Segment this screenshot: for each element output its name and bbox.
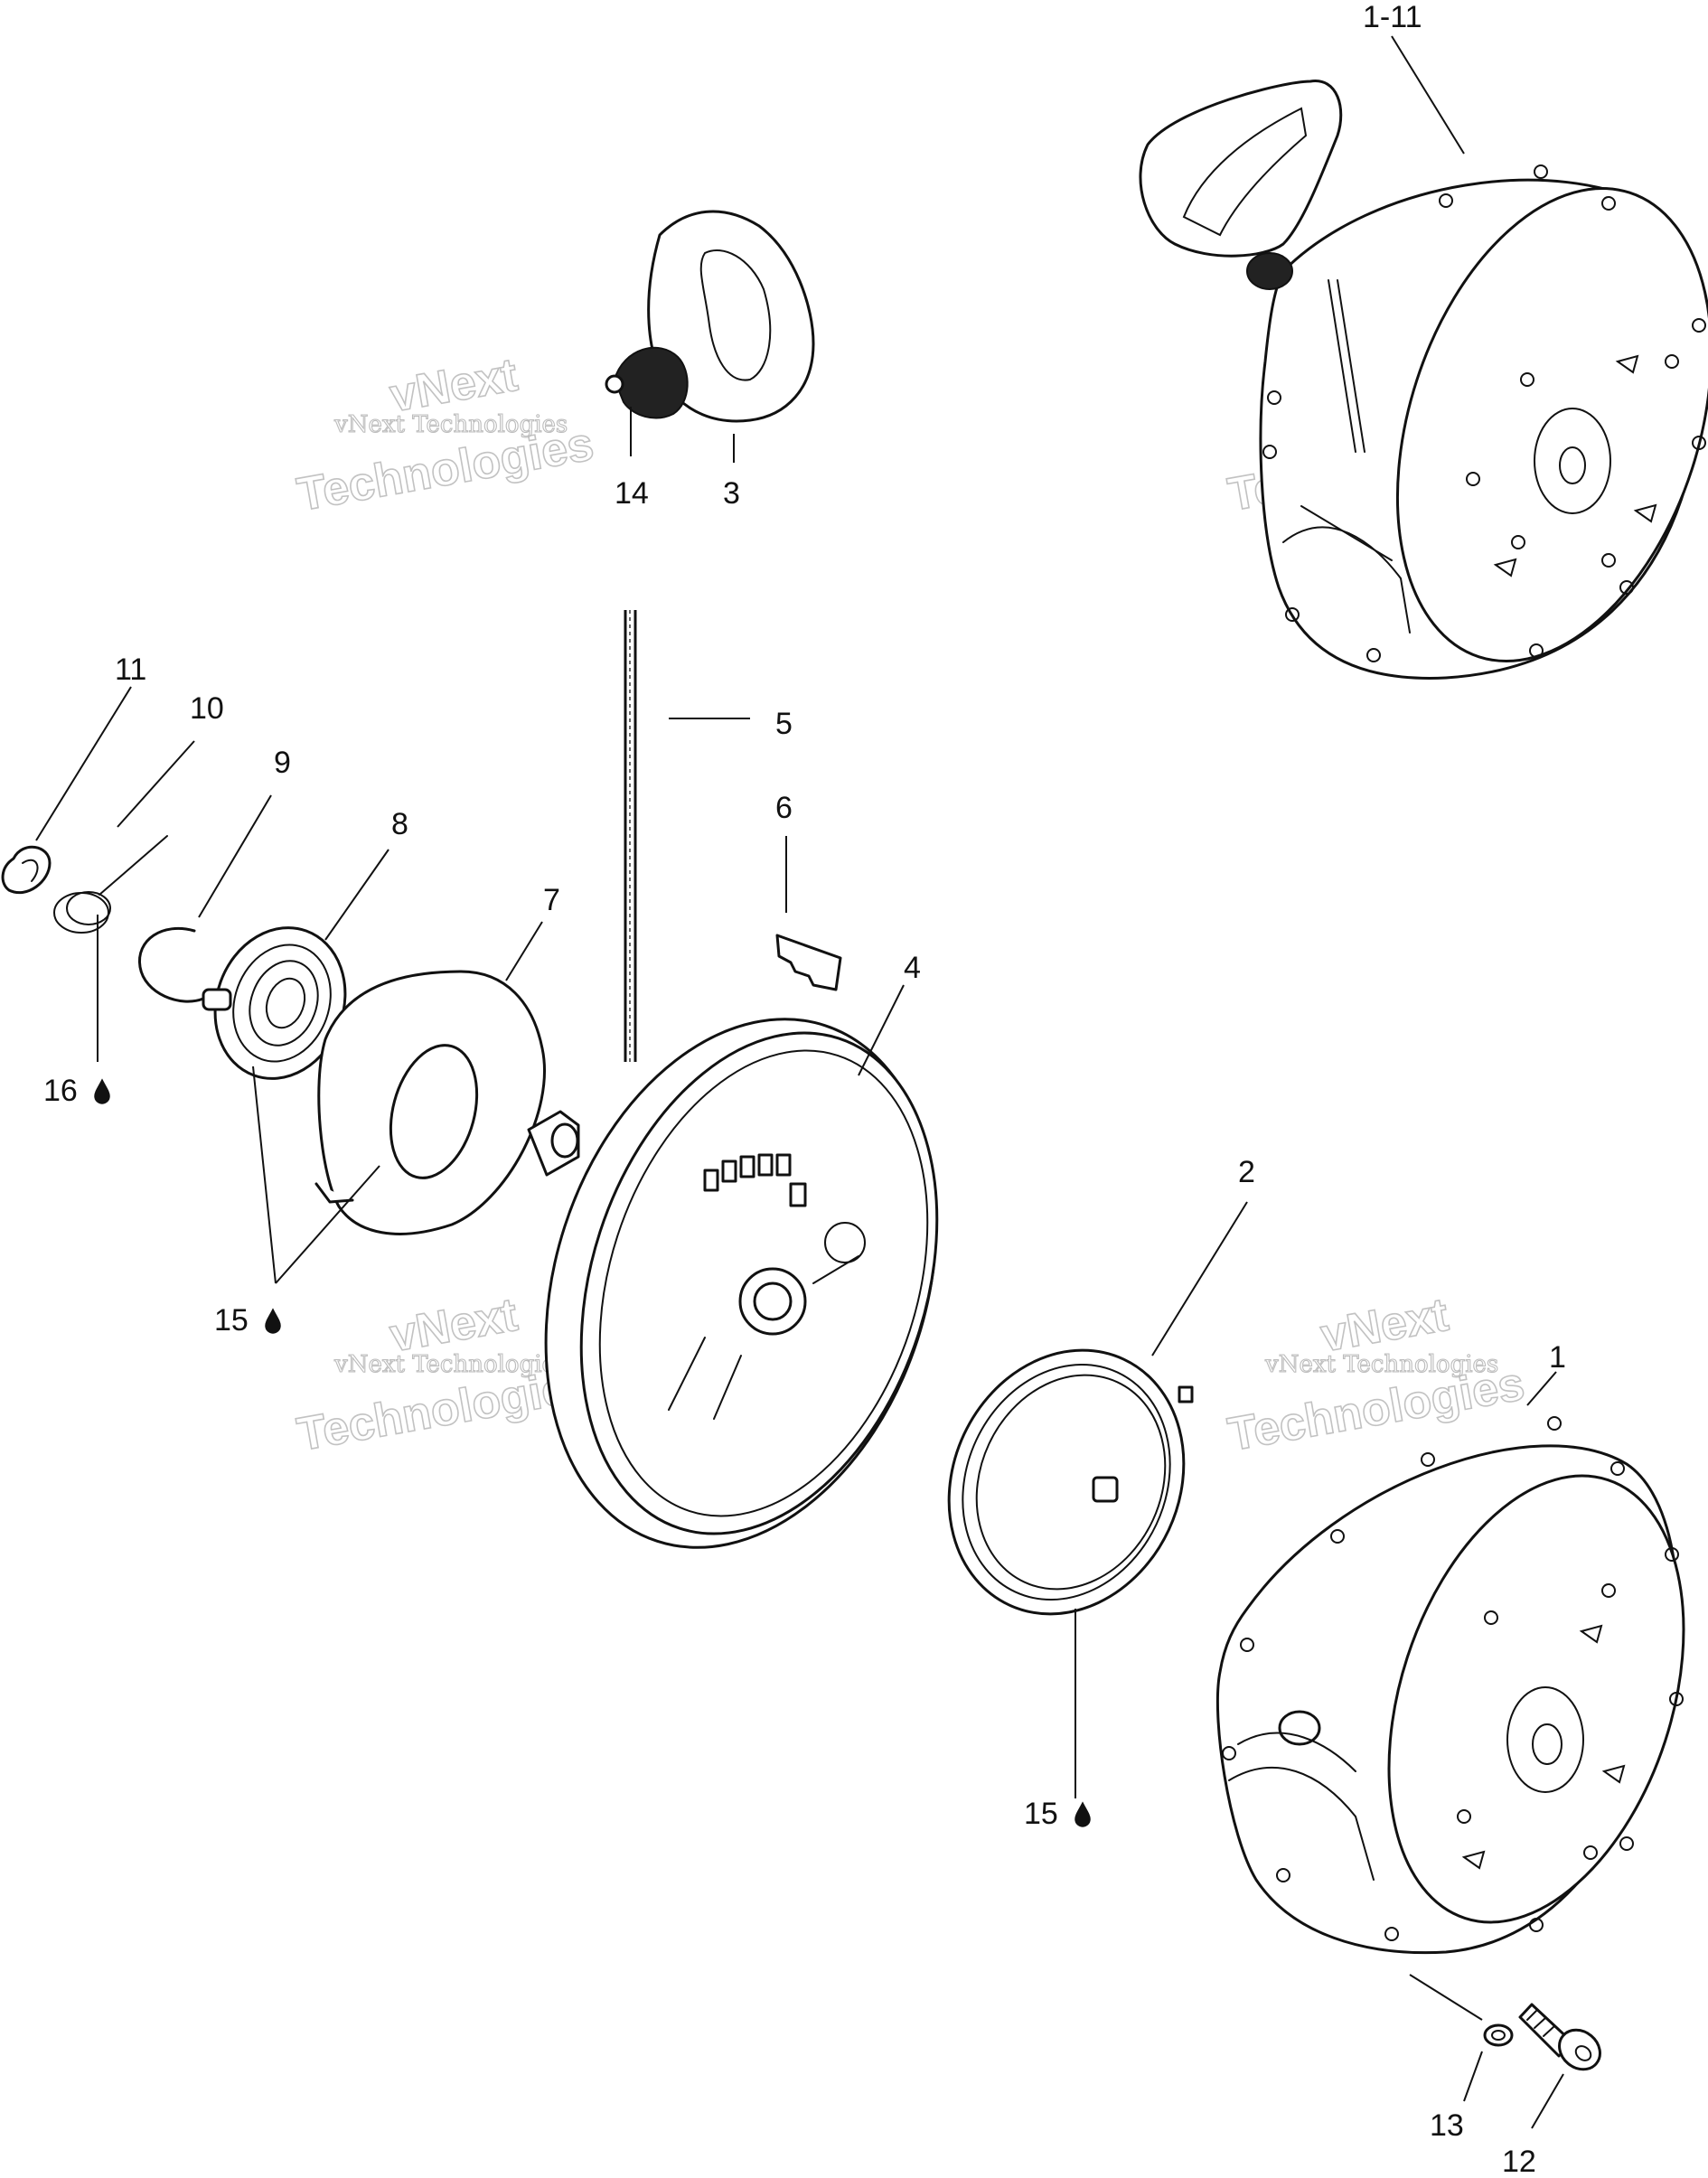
- oil-drop-icon: [94, 1079, 110, 1104]
- callout-14: 14: [615, 476, 649, 511]
- leader-lines: [35, 35, 1564, 2129]
- housing-holes: [1222, 1416, 1684, 1941]
- oil-drop-icon: [265, 1309, 281, 1334]
- callout-4: 4: [904, 951, 921, 985]
- torsion-spring: [53, 835, 168, 934]
- callout-13: 13: [1430, 2108, 1464, 2143]
- recoil-spring: [947, 1348, 1194, 1616]
- callout-2: 2: [1238, 1155, 1255, 1189]
- pawl: [775, 934, 842, 991]
- callout-15a: 15: [214, 1303, 249, 1338]
- callout-9: 9: [274, 746, 291, 780]
- mounting-holes: [1262, 164, 1706, 662]
- starter-rope: [624, 610, 637, 1062]
- callout-15b: 15: [1024, 1797, 1058, 1831]
- recoil-starter-assembly: [1139, 80, 1708, 680]
- callout-1: 1: [1549, 1340, 1566, 1375]
- lock-washer: [1483, 2023, 1514, 2047]
- starter-housing: [1215, 1416, 1685, 1955]
- drive-plate: [314, 970, 580, 1235]
- callout-16: 16: [43, 1074, 78, 1108]
- callout-7: 7: [543, 883, 560, 917]
- callout-6: 6: [775, 791, 793, 825]
- retaining-ring: [137, 926, 205, 1003]
- oil-drop-icon: [1075, 1802, 1091, 1827]
- callout-12: 12: [1502, 2145, 1536, 2178]
- callout-1-11: 1-11: [1363, 0, 1422, 34]
- circlip: [1, 845, 52, 895]
- callout-3: 3: [723, 476, 740, 511]
- watermark-text: vNext Technologies: [1264, 1351, 1498, 1378]
- callout-8: 8: [391, 807, 408, 841]
- callout-5: 5: [775, 707, 793, 741]
- screw: [1518, 2003, 1601, 2071]
- watermark-text: vNext Technologies: [333, 411, 568, 438]
- watermark-text: vNext Technologies: [333, 1351, 568, 1378]
- handle-plug: [605, 346, 689, 419]
- rope-pulley: [544, 1018, 939, 1549]
- callout-10: 10: [190, 691, 224, 726]
- callout-labels: 1-11 14 3 11 10 9 8 7 5 6 4 16 15 2 1 15…: [43, 0, 1566, 2178]
- callout-11: 11: [115, 652, 146, 687]
